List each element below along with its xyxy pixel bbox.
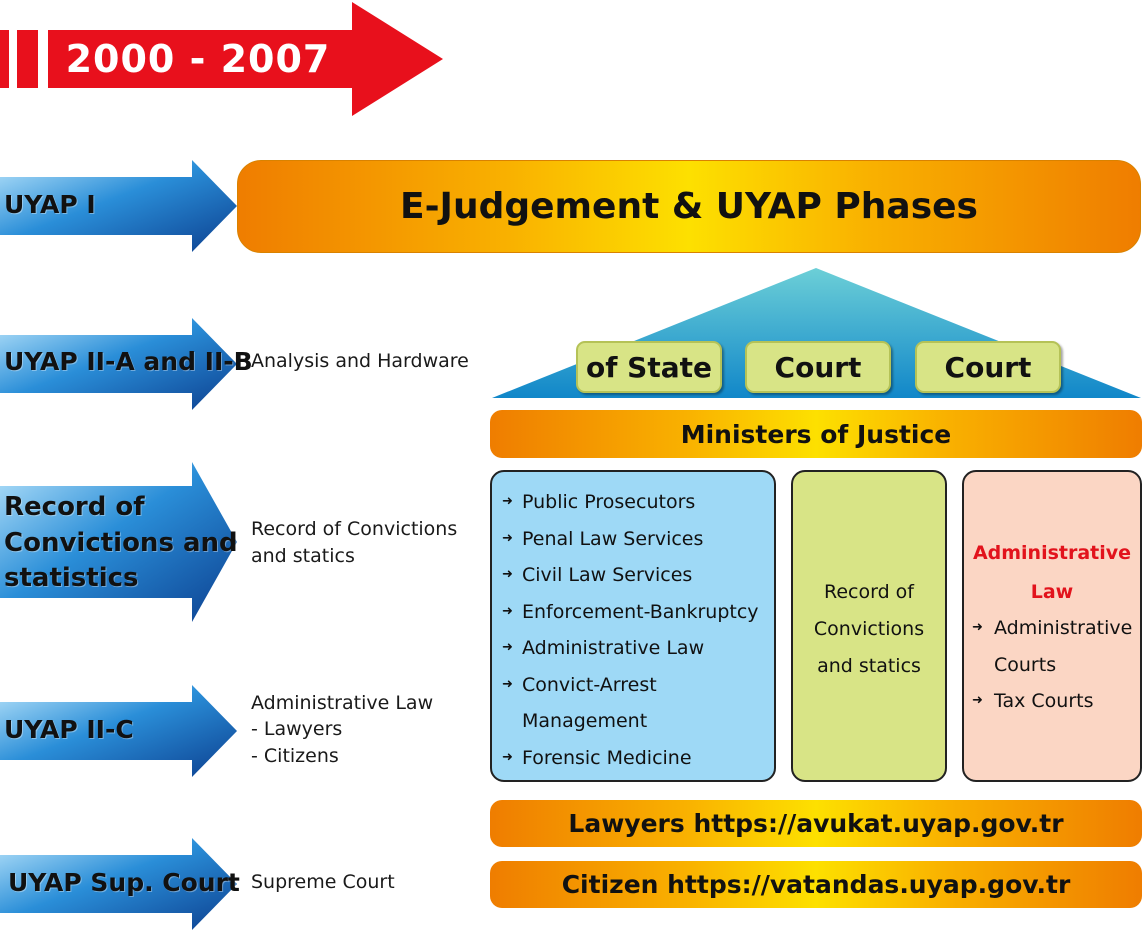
- phase-label-uyap1: UYAP I: [4, 190, 96, 219]
- phase-label-record-2: Convictions and: [4, 528, 238, 558]
- phase-arrow-record: [0, 462, 240, 622]
- service-item-label: Forensic Medicine: [522, 746, 692, 769]
- service-item-label: Enforcement-Bankruptcy: [522, 600, 759, 623]
- service-item-label: Convict-Arrest: [522, 673, 657, 696]
- banner-arrow: [48, 2, 443, 116]
- list-item: Courts: [972, 647, 1132, 684]
- list-item: ➜ Civil Law Services: [502, 557, 759, 594]
- ministers-bar: Ministers of Justice: [490, 410, 1142, 458]
- services-box: ➜ Public Prosecutors ➜ Penal Law Services ➜ C…: [490, 470, 776, 782]
- phase-arrow-uyap1: [0, 160, 240, 252]
- arrow-bullet-icon: ➜: [502, 567, 513, 582]
- list-item: ➜ Tax Courts: [972, 683, 1132, 720]
- desc-admin-2: - Lawyers: [251, 718, 343, 740]
- header-bar: E-Judgement & UYAP Phases: [237, 160, 1141, 253]
- record-box-line-3: and statics: [817, 655, 921, 677]
- service-item-label: Civil Law Services: [522, 564, 693, 586]
- list-item: ➜ Convict-Arrest: [502, 667, 759, 704]
- record-box-line-1: Record of: [824, 581, 914, 603]
- phase-arrow-uyap2ab: [0, 318, 240, 410]
- phase-label-uyap2c: UYAP II-C: [4, 715, 134, 744]
- desc-admin-1: Administrative Law: [251, 692, 434, 714]
- list-item: ➜ Administrative Law: [502, 630, 759, 667]
- service-item-label: Management: [522, 710, 648, 732]
- admin-law-title-line-1: Administrative: [972, 542, 1132, 564]
- record-box: Record of Convictions and statics: [791, 470, 947, 782]
- banner-stripe-2: [17, 30, 38, 88]
- banner-stripe-1: [0, 30, 9, 88]
- list-item: Management: [502, 703, 759, 740]
- admin-law-item-1-cont: Courts: [994, 653, 1057, 676]
- arrow-bullet-icon: ➜: [502, 749, 513, 765]
- roof-pill-court-2: Court: [915, 341, 1061, 393]
- citizen-bar: Citizen https://vatandas.uyap.gov.tr: [490, 861, 1142, 908]
- admin-law-item-1: Administrative: [994, 617, 1133, 639]
- list-item: ➜ Enforcement-Bankruptcy: [502, 594, 759, 631]
- admin-law-list: ➜ Administrative Courts ➜ Tax Courts: [972, 610, 1132, 720]
- desc-supreme: Supreme Court: [251, 871, 395, 893]
- arrow-bullet-icon: ➜: [502, 676, 513, 692]
- arrow-bullet-icon: ➜: [502, 603, 513, 619]
- arrow-bullet-icon: ➜: [502, 530, 513, 546]
- phase-arrow-supcourt: [0, 838, 240, 930]
- list-item: ➜ Forensic Medicine: [502, 740, 759, 777]
- record-box-text: Record of Convictions and statics: [793, 574, 945, 685]
- phase-arrow-uyap2c: [0, 685, 240, 777]
- desc-record-1: Record of Convictions: [251, 518, 458, 540]
- service-item-label: Penal Law Services: [522, 527, 704, 550]
- roof-pill-state: of State: [576, 341, 722, 393]
- desc-analysis: Analysis and Hardware: [251, 350, 469, 372]
- list-item: ➜ Public Prosecutors: [502, 484, 759, 521]
- arrow-bullet-icon: ➜: [502, 640, 513, 655]
- desc-record-2: and statics: [251, 545, 355, 567]
- phase-label-supcourt: UYAP Sup. Court: [8, 868, 240, 897]
- service-item-label: Administrative Law: [522, 637, 705, 659]
- phase-label-uyap2ab: UYAP II-A and II-B: [4, 347, 253, 376]
- list-item: ➜ Administrative: [972, 610, 1132, 647]
- banner-title: 2000 - 2007: [65, 37, 331, 81]
- service-item-label: Public Prosecutors: [522, 491, 696, 513]
- admin-law-item-2: Tax Courts: [994, 690, 1094, 712]
- lawyers-bar: Lawyers https://avukat.uyap.gov.tr: [490, 800, 1142, 847]
- services-list: ➜ Public Prosecutors ➜ Penal Law Services ➜ C…: [502, 484, 759, 776]
- record-box-line-2: Convictions: [813, 618, 925, 640]
- list-item: ➜ Penal Law Services: [502, 521, 759, 558]
- admin-law-title: Administrative Law: [964, 534, 1140, 612]
- desc-admin-3: - Citizens: [251, 745, 339, 767]
- arrow-bullet-icon: ➜: [972, 620, 983, 635]
- roof-pill-court-1: Court: [745, 341, 891, 393]
- phase-label-record-1: Record of: [4, 492, 145, 522]
- phase-label-record-3: statistics: [4, 563, 139, 593]
- admin-law-box: Administrative Law ➜ Administrative Court…: [962, 470, 1142, 782]
- admin-law-title-line-2: Law: [1030, 581, 1074, 603]
- arrow-bullet-icon: ➜: [972, 693, 983, 708]
- arrow-bullet-icon: ➜: [502, 494, 513, 509]
